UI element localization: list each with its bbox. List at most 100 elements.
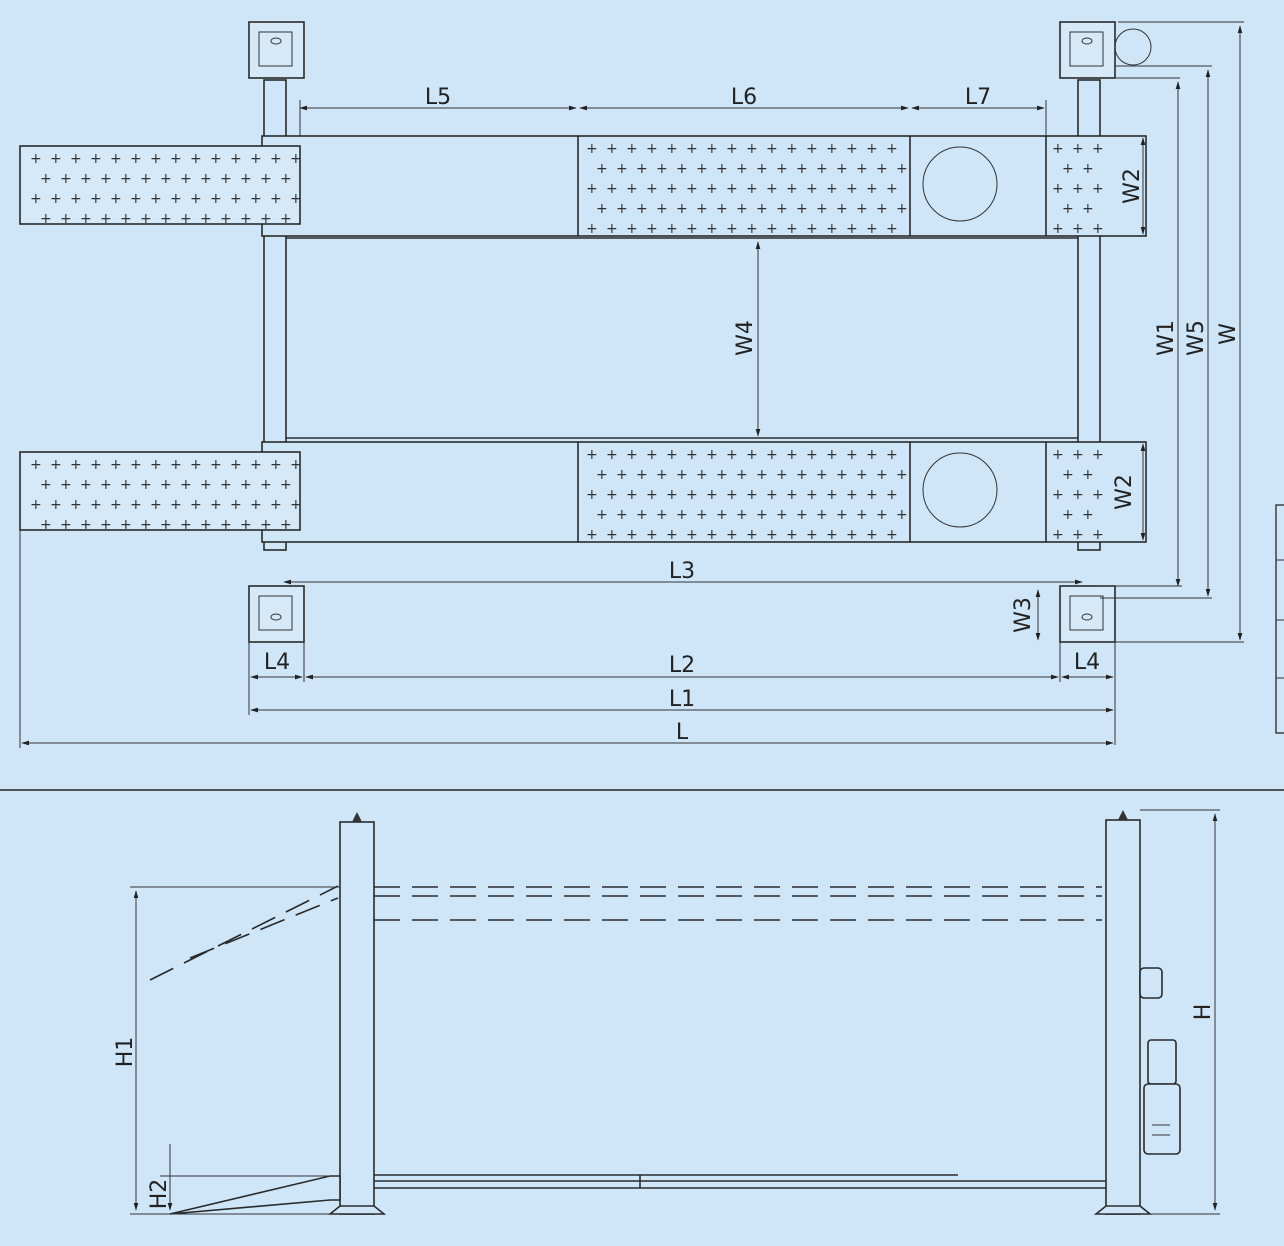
pattern-mark: +	[856, 161, 868, 177]
pattern-mark: +	[886, 487, 898, 503]
pattern-mark: +	[676, 201, 688, 217]
pattern-mark: +	[1092, 221, 1104, 237]
pattern-mark: +	[120, 517, 132, 533]
pattern-mark: +	[836, 467, 848, 483]
pattern-mark: +	[80, 211, 92, 227]
pattern-mark: +	[240, 171, 252, 187]
pattern-mark: +	[636, 467, 648, 483]
pattern-mark: +	[586, 487, 598, 503]
pattern-mark: +	[726, 141, 738, 157]
pattern-mark: +	[766, 447, 778, 463]
pattern-mark: +	[746, 487, 758, 503]
pattern-mark: +	[240, 517, 252, 533]
pattern-mark: +	[40, 477, 52, 493]
pattern-mark: +	[130, 191, 142, 207]
pattern-mark: +	[876, 507, 888, 523]
pattern-mark: +	[706, 141, 718, 157]
lowered-platform	[169, 1174, 1106, 1215]
pattern-mark: +	[656, 507, 668, 523]
pattern-mark: +	[220, 477, 232, 493]
pattern-mark: +	[606, 527, 618, 543]
pattern-mark: +	[766, 181, 778, 197]
pattern-mark: +	[786, 487, 798, 503]
pattern-mark: +	[90, 151, 102, 167]
pattern-mark: +	[270, 191, 282, 207]
pattern-mark: +	[280, 477, 292, 493]
pattern-mark: +	[120, 211, 132, 227]
pattern-mark: +	[586, 221, 598, 237]
pattern-mark: +	[220, 171, 232, 187]
pattern-mark: +	[90, 497, 102, 513]
pattern-mark: +	[866, 447, 878, 463]
lowered-ramp	[169, 1175, 341, 1215]
pattern-mark: +	[70, 191, 82, 207]
pattern-mark: +	[160, 171, 172, 187]
pattern-mark: +	[696, 467, 708, 483]
pattern-mark: +	[100, 477, 112, 493]
pattern-mark: +	[826, 141, 838, 157]
pattern-mark: +	[290, 151, 302, 167]
pattern-mark: +	[866, 487, 878, 503]
pattern-mark: +	[726, 181, 738, 197]
pattern-mark: +	[100, 517, 112, 533]
pattern-mark: +	[886, 447, 898, 463]
pattern-mark: +	[636, 507, 648, 523]
pattern-mark: +	[716, 201, 728, 217]
pattern-mark: +	[606, 141, 618, 157]
pattern-mark: +	[230, 191, 242, 207]
pattern-mark: +	[776, 161, 788, 177]
pattern-mark: +	[1062, 201, 1074, 217]
runway-upper	[19, 135, 1147, 237]
pattern-mark: +	[1082, 161, 1094, 177]
pattern-mark: +	[140, 477, 152, 493]
pattern-mark: +	[1072, 221, 1084, 237]
pattern-mark: +	[40, 171, 52, 187]
pattern-mark: +	[656, 161, 668, 177]
pattern-mark: +	[896, 467, 908, 483]
pattern-mark: +	[150, 497, 162, 513]
pattern-mark: +	[130, 457, 142, 473]
pattern-mark: +	[240, 211, 252, 227]
pattern-mark: +	[866, 221, 878, 237]
pattern-mark: +	[110, 497, 122, 513]
dim-H2: H2	[147, 1179, 172, 1210]
pattern-mark: +	[816, 161, 828, 177]
edge-table-fragment	[1275, 504, 1284, 734]
pattern-mark: +	[120, 171, 132, 187]
dim-L6: L6	[731, 85, 757, 110]
pattern-mark: +	[726, 487, 738, 503]
pattern-mark: +	[696, 161, 708, 177]
pattern-mark: +	[676, 467, 688, 483]
pattern-mark: +	[260, 211, 272, 227]
pattern-mark: +	[806, 221, 818, 237]
pattern-mark: +	[90, 457, 102, 473]
pattern-mark: +	[140, 171, 152, 187]
pattern-mark: +	[1072, 487, 1084, 503]
pattern-mark: +	[746, 221, 758, 237]
pattern-mark: +	[260, 517, 272, 533]
pattern-mark: +	[666, 181, 678, 197]
pattern-mark: +	[616, 507, 628, 523]
pattern-mark: +	[856, 201, 868, 217]
pattern-mark: +	[180, 171, 192, 187]
pattern-mark: +	[646, 181, 658, 197]
pattern-mark: +	[706, 447, 718, 463]
pattern-mark: +	[876, 161, 888, 177]
pattern-mark: +	[270, 457, 282, 473]
post-plate-top-right	[1059, 21, 1152, 79]
dim-W2-lower: W2	[1112, 474, 1137, 510]
pattern-mark: +	[30, 497, 42, 513]
pattern-mark: +	[626, 487, 638, 503]
pattern-mark: +	[806, 487, 818, 503]
pattern-mark: +	[686, 181, 698, 197]
turntable-upper	[922, 146, 998, 222]
dim-W: W	[1216, 323, 1241, 345]
pattern-mark: +	[806, 181, 818, 197]
pattern-mark: +	[1092, 447, 1104, 463]
pattern-mark: +	[1092, 487, 1104, 503]
pattern-mark: +	[1082, 201, 1094, 217]
pattern-mark: +	[756, 201, 768, 217]
pattern-mark: +	[696, 201, 708, 217]
pattern-mark: +	[170, 191, 182, 207]
pattern-mark: +	[896, 507, 908, 523]
